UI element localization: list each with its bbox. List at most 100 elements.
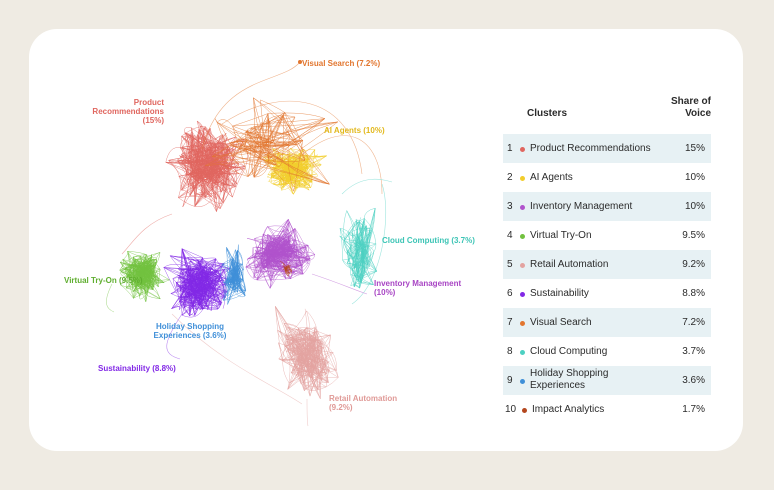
table-header: Clusters Share of Voice	[503, 96, 711, 134]
row-rank: 8	[507, 346, 513, 357]
connection-arc	[291, 135, 383, 195]
label-sustainability: Sustainability (8.8%)	[98, 364, 176, 373]
clusters-table: Clusters Share of Voice 1 Product Recomme…	[503, 96, 711, 424]
table-row: 5 Retail Automation 9.2%	[503, 250, 711, 279]
row-share: 3.6%	[682, 375, 705, 386]
cluster-color-dot	[520, 263, 525, 268]
connection-arc	[166, 313, 183, 360]
row-rank: 10	[505, 404, 517, 415]
cluster-edges	[163, 248, 231, 318]
cluster-color-dot	[520, 147, 525, 152]
cluster-color-dot	[520, 321, 525, 326]
label-visual-search: Visual Search (7.2%)	[302, 59, 381, 68]
row-rank: 1	[507, 143, 513, 154]
row-rank: 2	[507, 172, 513, 183]
row-rank: 4	[507, 230, 513, 241]
connection-arc	[201, 61, 301, 150]
cluster-color-dot	[520, 205, 525, 210]
label-product-recommendations-line3: (15%)	[142, 116, 164, 125]
table-body: 1 Product Recommendations 15% 2 AI Agents 10%…	[503, 134, 711, 424]
connection-arc	[121, 213, 173, 255]
cluster-edges	[280, 260, 292, 277]
label-ai-agents: AI Agents (10%)	[324, 126, 385, 135]
label-retail-automation-line2: (9.2%)	[329, 403, 353, 412]
row-cluster-name: AI Agents	[530, 172, 573, 183]
row-share: 8.8%	[682, 288, 705, 299]
cluster-edges	[275, 306, 339, 399]
cluster-retail-automation	[275, 306, 339, 399]
cluster-inventory-management	[245, 219, 316, 289]
label-inventory-management-line2: (10%)	[374, 288, 396, 297]
header-share-line1: Share of	[670, 96, 711, 107]
cluster-edges	[205, 97, 338, 192]
cluster-edges	[339, 207, 378, 289]
row-rank: 5	[507, 259, 513, 270]
row-rank: 7	[507, 317, 513, 328]
label-holiday-shopping-line2: Experiences (3.6%)	[153, 331, 227, 340]
label-retail-automation: Retail Automation (9.2%)	[329, 394, 397, 412]
connection-arc	[311, 273, 368, 295]
table-row: 1 Product Recommendations 15%	[503, 134, 711, 163]
network-graph-canvas	[106, 60, 393, 427]
row-rank: 3	[507, 201, 513, 212]
row-cluster-name: Inventory Management	[530, 201, 633, 212]
row-share: 7.2%	[682, 317, 705, 328]
label-retail-automation-line1: Retail Automation	[329, 394, 398, 403]
row-cluster-name: Visual Search	[530, 317, 592, 328]
row-share: 9.5%	[682, 230, 705, 241]
cluster-cloud-computing	[339, 207, 378, 289]
row-share: 3.7%	[682, 346, 705, 357]
row-cluster-name: Holiday Shopping Experiences	[530, 368, 609, 391]
connection-arc	[106, 283, 115, 313]
connection-arc	[171, 313, 303, 405]
table-row: 9 Holiday Shopping Experiences 3.6%	[503, 366, 711, 395]
label-holiday-shopping-line1: Holiday Shopping	[156, 322, 224, 331]
cluster-color-dot	[520, 234, 525, 239]
row-share: 10%	[684, 201, 705, 212]
cluster-edges	[220, 244, 247, 305]
cluster-edges	[165, 120, 248, 212]
table-row: 7 Visual Search 7.2%	[503, 308, 711, 337]
table-row: 6 Sustainability 8.8%	[503, 279, 711, 308]
label-product-recommendations: Product Recommendations (15%)	[74, 98, 164, 125]
label-inventory-management-line1: Inventory Management	[374, 279, 462, 288]
row-cluster-name: Product Recommendations	[530, 143, 651, 154]
cluster-color-dot	[520, 379, 525, 384]
cluster-holiday-shopping	[220, 244, 247, 305]
label-product-recommendations-line2: Recommendations	[92, 107, 164, 116]
row-rank: 9	[507, 375, 513, 386]
network-graph: Visual Search (7.2%) Product Recommendat…	[52, 54, 492, 434]
label-inventory-management: Inventory Management (10%)	[374, 279, 461, 297]
row-cluster-name: Retail Automation	[530, 259, 609, 270]
row-cluster-name: Cloud Computing	[530, 346, 608, 357]
connection-arc	[306, 398, 309, 427]
cluster-impact-analytics	[280, 260, 292, 277]
cluster-color-dot	[522, 408, 527, 413]
header-share-line2: Voice	[685, 108, 711, 119]
row-share: 9.2%	[682, 259, 705, 270]
cluster-visual-search	[205, 97, 338, 192]
row-share: 1.7%	[682, 404, 705, 415]
header-share-of-voice: Share of Voice	[651, 96, 711, 120]
cluster-color-dot	[520, 176, 525, 181]
visual-search-node	[298, 60, 302, 64]
cluster-edges	[119, 251, 170, 303]
table-row: 2 AI Agents 10%	[503, 163, 711, 192]
row-cluster-name: Sustainability	[530, 288, 589, 299]
row-share: 15%	[684, 143, 705, 154]
inter-cluster-edges	[106, 61, 393, 427]
table-row: 3 Inventory Management 10%	[503, 192, 711, 221]
connection-arc	[351, 183, 387, 305]
header-clusters: Clusters	[527, 108, 568, 119]
cluster-color-dot	[520, 292, 525, 297]
label-product-recommendations-line1: Product	[133, 98, 164, 107]
row-share: 10%	[684, 172, 705, 183]
cluster-virtual-try-on	[119, 251, 170, 303]
row-rank: 6	[507, 288, 513, 299]
label-cloud-computing: Cloud Computing (3.7%)	[382, 236, 475, 245]
table-row: 8 Cloud Computing 3.7%	[503, 337, 711, 366]
connection-arc	[341, 178, 393, 195]
table-row: 10 Impact Analytics 1.7%	[503, 395, 711, 424]
row-cluster-name: Impact Analytics	[532, 404, 605, 415]
